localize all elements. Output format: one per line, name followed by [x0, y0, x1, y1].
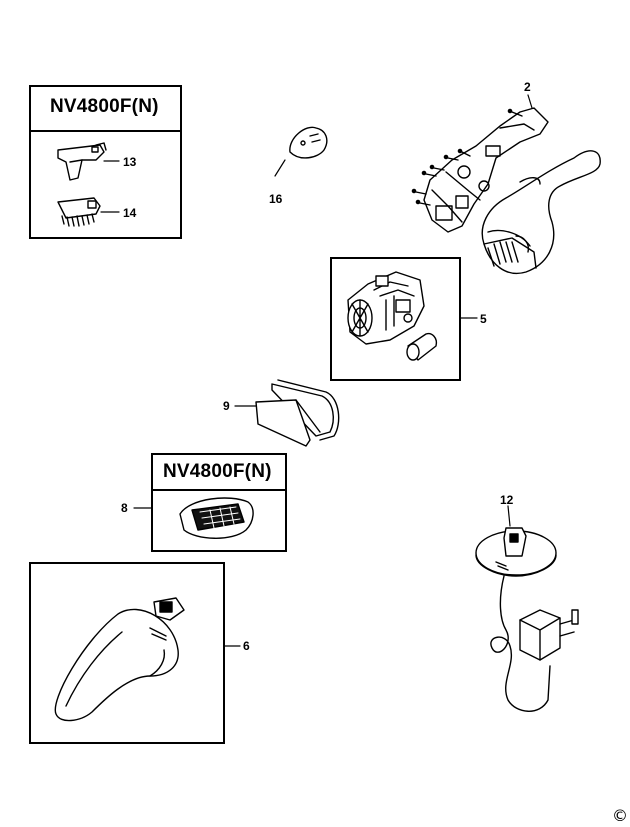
callout-14: 14 — [123, 206, 137, 220]
accessory-panel — [29, 85, 182, 239]
callout-13: 13 — [123, 155, 137, 169]
callout-12: 12 — [500, 493, 514, 507]
callout-6: 6 — [243, 639, 250, 653]
filter-panel-divider — [151, 489, 287, 491]
crevice-tool-icon — [57, 142, 120, 181]
callout-2: 2 — [524, 80, 531, 94]
charging-base-icon — [475, 505, 579, 712]
callout-8: 8 — [121, 501, 128, 515]
handle-housing-icon — [411, 94, 549, 233]
brush-tool-icon — [57, 197, 120, 227]
filter-cartridge-icon — [133, 497, 254, 539]
callout-9: 9 — [223, 399, 230, 413]
callout-16: 16 — [269, 192, 283, 206]
accessory-panel-divider — [29, 130, 182, 132]
rear-housing-icon — [481, 150, 601, 275]
motor-assembly-icon — [347, 271, 478, 361]
pre-filter-icon — [234, 379, 340, 447]
copyright-mark: © — [612, 806, 628, 825]
release-button-icon — [274, 126, 328, 177]
accessory-panel-title: NV4800F(N) — [50, 96, 159, 117]
filter-panel-title: NV4800F(N) — [163, 461, 272, 482]
dust-bowl-icon — [54, 597, 241, 722]
callout-5: 5 — [480, 312, 487, 326]
